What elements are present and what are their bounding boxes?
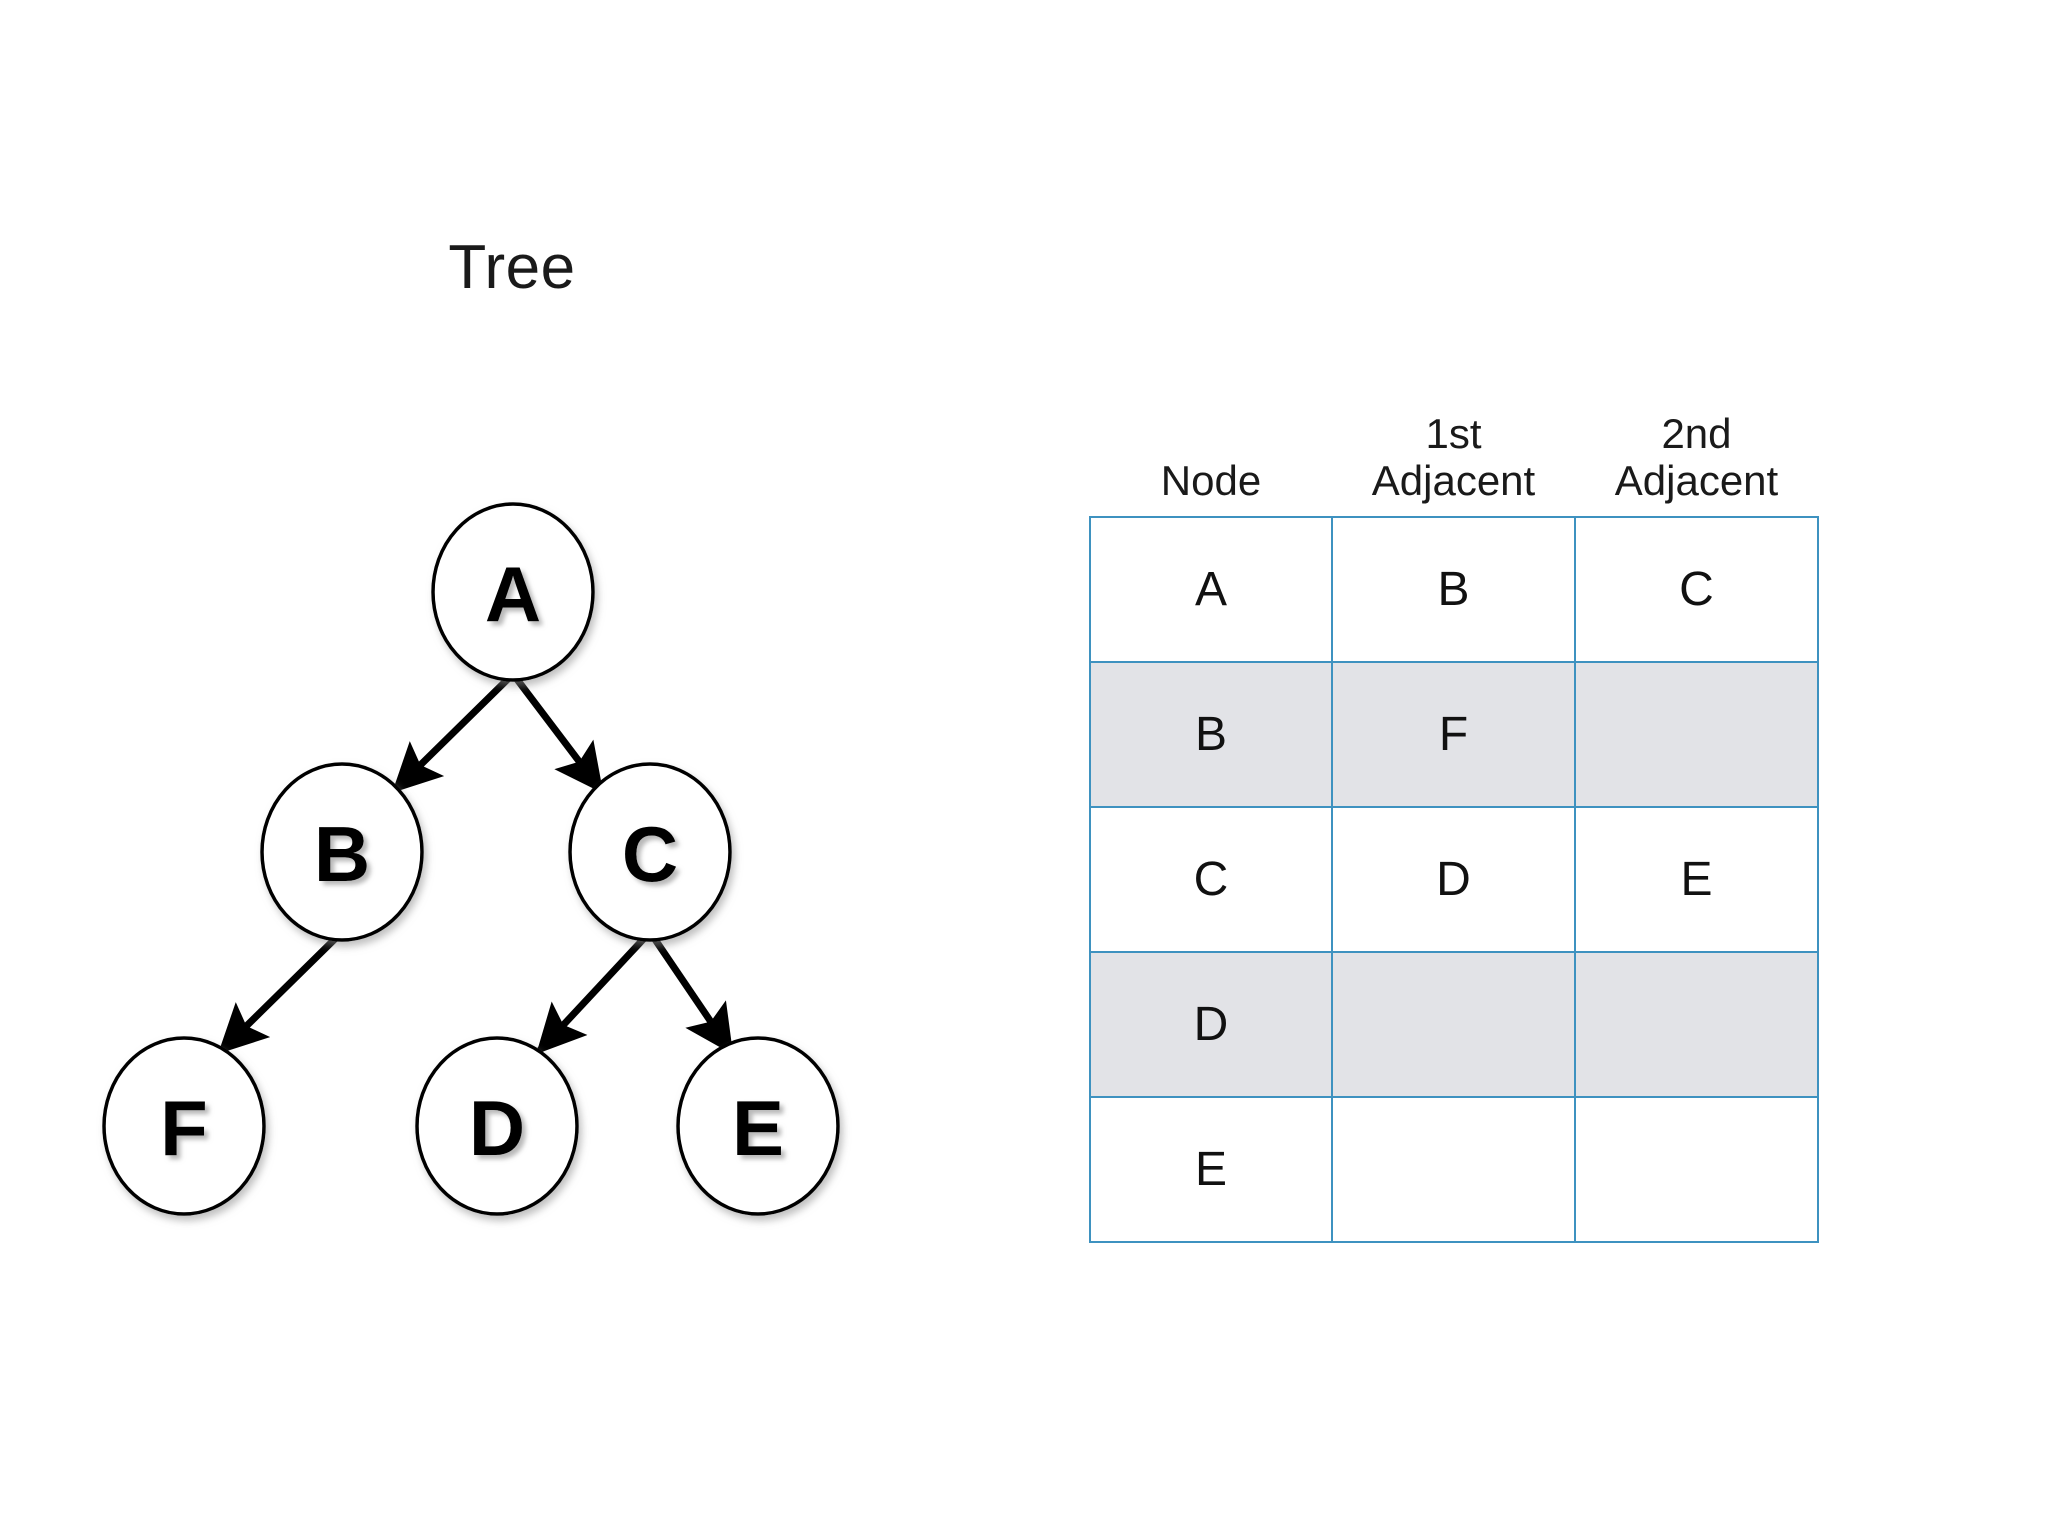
- cell-first-adjacent: [1331, 951, 1576, 1099]
- table-row[interactable]: E: [1089, 1096, 1819, 1244]
- cell-node: A: [1089, 516, 1333, 664]
- edge-c-e: [647, 930, 734, 1055]
- column-header-node-line1: Node: [1160, 457, 1262, 505]
- column-header-second-adjacent-line2: Adjacent: [1614, 457, 1779, 505]
- column-header-second-adjacent: 2nd Adjacent: [1575, 410, 1818, 517]
- column-header-first-adjacent-line2: Adjacent: [1371, 457, 1536, 505]
- tree-node-a[interactable]: A: [431, 502, 595, 682]
- tree-node-e[interactable]: E: [676, 1036, 840, 1216]
- tree-panel: Tree A B: [102, 233, 840, 1216]
- table-header-row: Node 1st Adjacent 2nd Adjacent: [1090, 410, 1818, 517]
- tree-node-c[interactable]: C: [568, 762, 732, 942]
- table-panel: Table Node 1st Adjacent 2nd: [1024, 0, 2048, 1536]
- tree-node-b[interactable]: B: [260, 762, 424, 942]
- cell-node: E: [1089, 1096, 1333, 1244]
- node-label-a: A: [485, 550, 541, 638]
- edge-c-d: [536, 929, 653, 1055]
- cell-node: D: [1089, 951, 1333, 1099]
- column-header-second-adjacent-line1: 2nd: [1661, 410, 1732, 457]
- node-label-f: F: [160, 1084, 208, 1172]
- column-header-first-adjacent: 1st Adjacent: [1332, 410, 1575, 517]
- tree-edges: [218, 671, 734, 1055]
- cell-second-adjacent: [1574, 951, 1819, 1099]
- node-label-b: B: [314, 810, 370, 898]
- table-row[interactable]: D: [1089, 951, 1819, 1099]
- cell-second-adjacent: [1574, 661, 1819, 809]
- cell-first-adjacent: D: [1331, 806, 1576, 954]
- cell-second-adjacent: [1574, 1096, 1819, 1244]
- node-label-c: C: [622, 810, 678, 898]
- node-label-e: E: [732, 1084, 784, 1172]
- edge-a-b: [392, 671, 516, 793]
- cell-node: C: [1089, 806, 1333, 954]
- column-header-first-adjacent-line1: 1st: [1425, 410, 1482, 457]
- table-row[interactable]: A B C: [1089, 516, 1819, 664]
- node-circle-c: [568, 762, 732, 942]
- node-circle-a: [431, 502, 595, 682]
- table-row[interactable]: B F: [1089, 661, 1819, 809]
- edge-b-f: [218, 929, 345, 1054]
- adjacency-table: Node 1st Adjacent 2nd Adjacent A B: [1089, 410, 1819, 1244]
- adjacency-table-wrapper: Node 1st Adjacent 2nd Adjacent A B: [1089, 410, 1819, 1244]
- tree-diagram: A B C F D E: [102, 502, 840, 1216]
- node-circle-f: [102, 1036, 266, 1216]
- node-circle-b: [260, 762, 424, 942]
- cell-node: B: [1089, 661, 1333, 809]
- cell-first-adjacent: [1331, 1096, 1576, 1244]
- tree-panel-title: Tree: [448, 233, 576, 302]
- cell-second-adjacent: E: [1574, 806, 1819, 954]
- edge-a-c: [510, 671, 604, 794]
- cell-first-adjacent: B: [1331, 516, 1576, 664]
- tree-node-d[interactable]: D: [415, 1036, 579, 1216]
- tree-node-f[interactable]: F: [102, 1036, 266, 1216]
- column-header-node: Node: [1090, 410, 1332, 517]
- table-body: A B C B F C D E D: [1089, 516, 1819, 1244]
- cell-first-adjacent: F: [1331, 661, 1576, 809]
- node-label-d: D: [469, 1084, 525, 1172]
- cell-second-adjacent: C: [1574, 516, 1819, 664]
- node-circle-e: [676, 1036, 840, 1216]
- node-circle-d: [415, 1036, 579, 1216]
- table-header: Node 1st Adjacent 2nd Adjacent: [1090, 410, 1818, 517]
- table-row[interactable]: C D E: [1089, 806, 1819, 954]
